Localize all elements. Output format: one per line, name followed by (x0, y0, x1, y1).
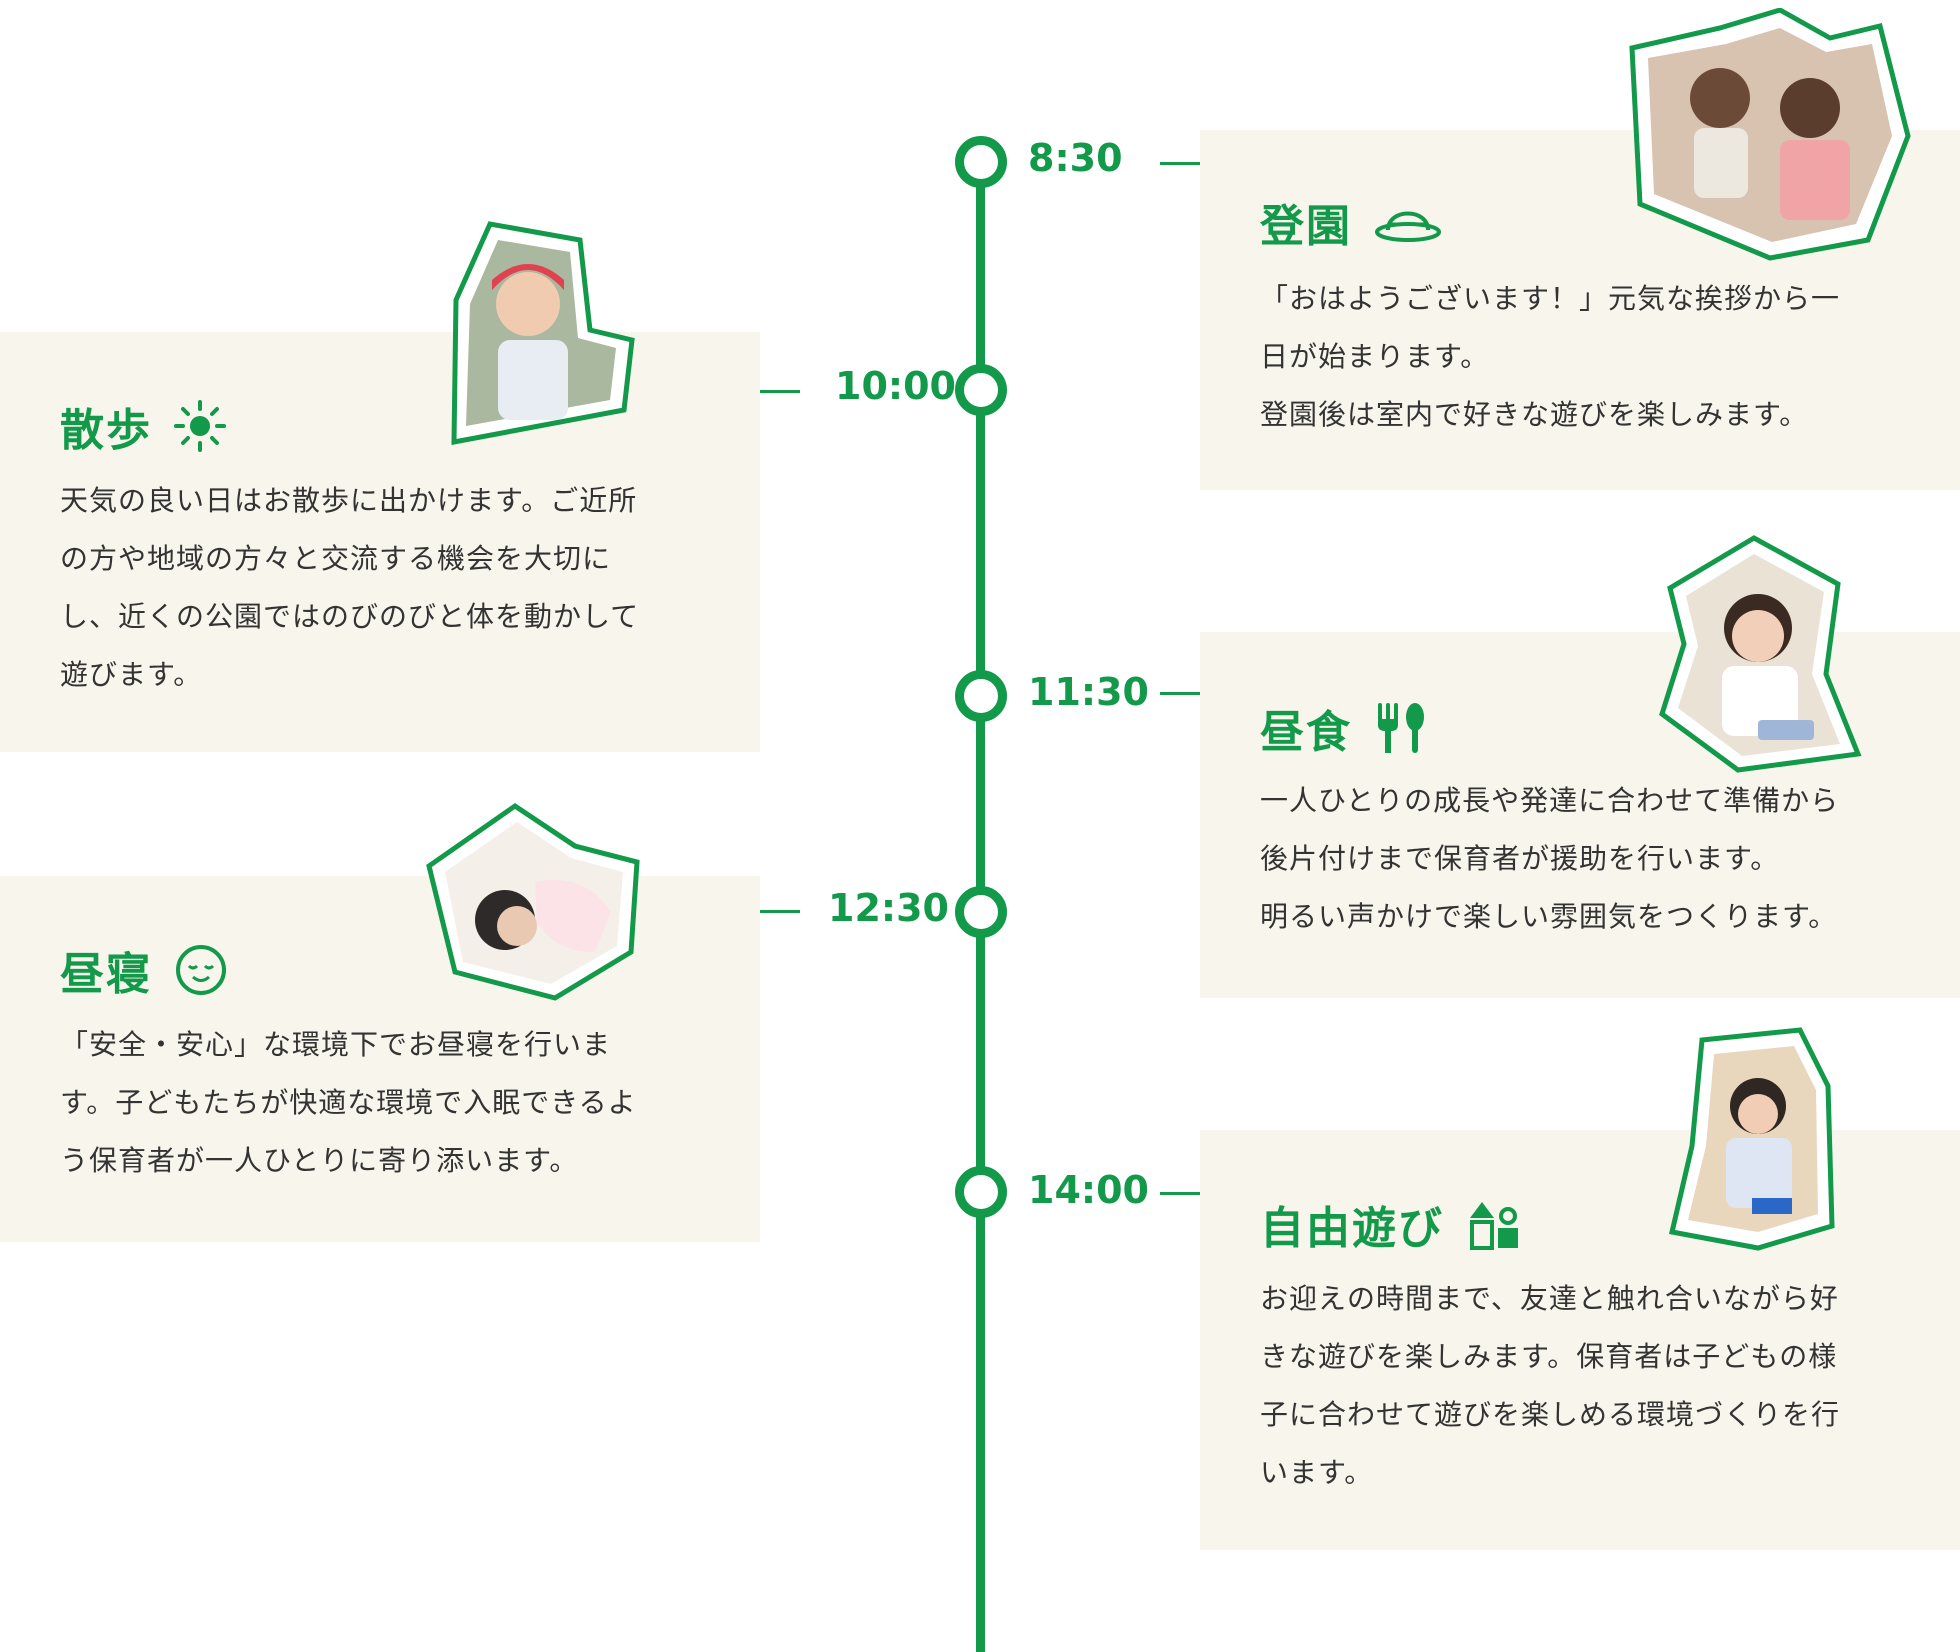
body-line: 「安全・安心」な環境下でお昼寝を行いま (60, 1016, 637, 1074)
card-title-walk: 散歩 (60, 394, 226, 458)
body-line: きな遊びを楽しみます。保育者は子どもの様 (1260, 1328, 1840, 1386)
toys-icon (1466, 1196, 1522, 1252)
photo-freeplay (1668, 1026, 1838, 1256)
schedule-card-walk: 散歩 天気の良い日はお散歩に出かけます。ご近所 の方や地域の方々と交流する機会を… (0, 332, 760, 752)
connector-dash (760, 910, 800, 913)
photo-lunch (1658, 534, 1868, 778)
time-label-1130: 11:30 (1028, 670, 1149, 714)
card-body-freeplay: お迎えの時間まで、友達と触れ合いながら好 きな遊びを楽しみます。保育者は子どもの… (1260, 1270, 1840, 1502)
body-line: 登園後は室内で好きな遊びを楽しみます。 (1260, 386, 1840, 444)
card-body-lunch: 一人ひとりの成長や発達に合わせて準備から 後片付けまで保育者が援助を行います。 … (1260, 772, 1839, 946)
body-line: す。子どもたちが快適な環境で入眠できるよ (60, 1074, 637, 1132)
sun-icon (174, 400, 226, 452)
card-title-lunch: 昼食 (1260, 696, 1428, 760)
card-title-text: 昼寝 (60, 938, 152, 1002)
body-line: 遊びます。 (60, 646, 639, 704)
timeline-node-1400 (955, 1166, 1007, 1218)
time-label-1000: 10:00 (835, 364, 956, 408)
body-line: の方や地域の方々と交流する機会を大切に (60, 530, 639, 588)
hat-icon (1374, 200, 1442, 244)
connector-dash (1160, 162, 1200, 165)
body-line: お迎えの時間まで、友達と触れ合いながら好 (1260, 1270, 1840, 1328)
timeline-node-1230 (955, 886, 1007, 938)
connector-dash (1160, 692, 1200, 695)
connector-dash (1160, 1192, 1200, 1195)
time-label-1230: 12:30 (828, 886, 949, 930)
photo-walk (440, 220, 640, 449)
body-line: 子に合わせて遊びを楽しめる環境づくりを行 (1260, 1386, 1840, 1444)
photo-nap (425, 802, 643, 1006)
body-line: し、近くの公園ではのびのびと体を動かして (60, 588, 639, 646)
card-body-walk: 天気の良い日はお散歩に出かけます。ご近所 の方や地域の方々と交流する機会を大切に… (60, 472, 639, 704)
card-body-arrival: 「おはようございます！」元気な挨拶から一 日が始まります。 登園後は室内で好きな… (1260, 270, 1840, 444)
sleeping-face-icon (174, 943, 228, 997)
fork-spoon-icon (1374, 701, 1428, 755)
schedule-card-nap: 昼寝 「安全・安心」な環境下でお昼寝を行いま す。子どもたちが快適な環境で入眠で… (0, 876, 760, 1242)
connector-dash (760, 390, 800, 393)
body-line: 明るい声かけで楽しい雰囲気をつくります。 (1260, 888, 1839, 946)
body-line: う保育者が一人ひとりに寄り添います。 (60, 1132, 637, 1190)
card-title-text: 昼食 (1260, 696, 1352, 760)
card-title-arrival: 登園 (1260, 190, 1442, 254)
photo-arrival (1620, 8, 1920, 267)
card-body-nap: 「安全・安心」な環境下でお昼寝を行いま す。子どもたちが快適な環境で入眠できるよ… (60, 1016, 637, 1190)
body-line: 日が始まります。 (1260, 328, 1840, 386)
timeline-node-1130 (955, 670, 1007, 722)
body-line: 「おはようございます！」元気な挨拶から一 (1260, 270, 1840, 328)
time-label-1400: 14:00 (1028, 1168, 1149, 1212)
card-title-nap: 昼寝 (60, 938, 228, 1002)
card-title-text: 自由遊び (1260, 1192, 1444, 1256)
body-line: 一人ひとりの成長や発達に合わせて準備から (1260, 772, 1839, 830)
card-title-freeplay: 自由遊び (1260, 1192, 1522, 1256)
card-title-text: 散歩 (60, 394, 152, 458)
body-line: 後片付けまで保育者が援助を行います。 (1260, 830, 1839, 888)
time-label-0830: 8:30 (1028, 136, 1123, 180)
schedule-card-freeplay: 自由遊び お迎えの時間まで、友達と触れ合いながら好 きな遊びを楽しみます。保育者… (1200, 1130, 1960, 1550)
card-title-text: 登園 (1260, 190, 1352, 254)
timeline-node-0830 (955, 136, 1007, 188)
timeline-node-1000 (955, 364, 1007, 416)
body-line: います。 (1260, 1444, 1840, 1502)
body-line: 天気の良い日はお散歩に出かけます。ご近所 (60, 472, 639, 530)
